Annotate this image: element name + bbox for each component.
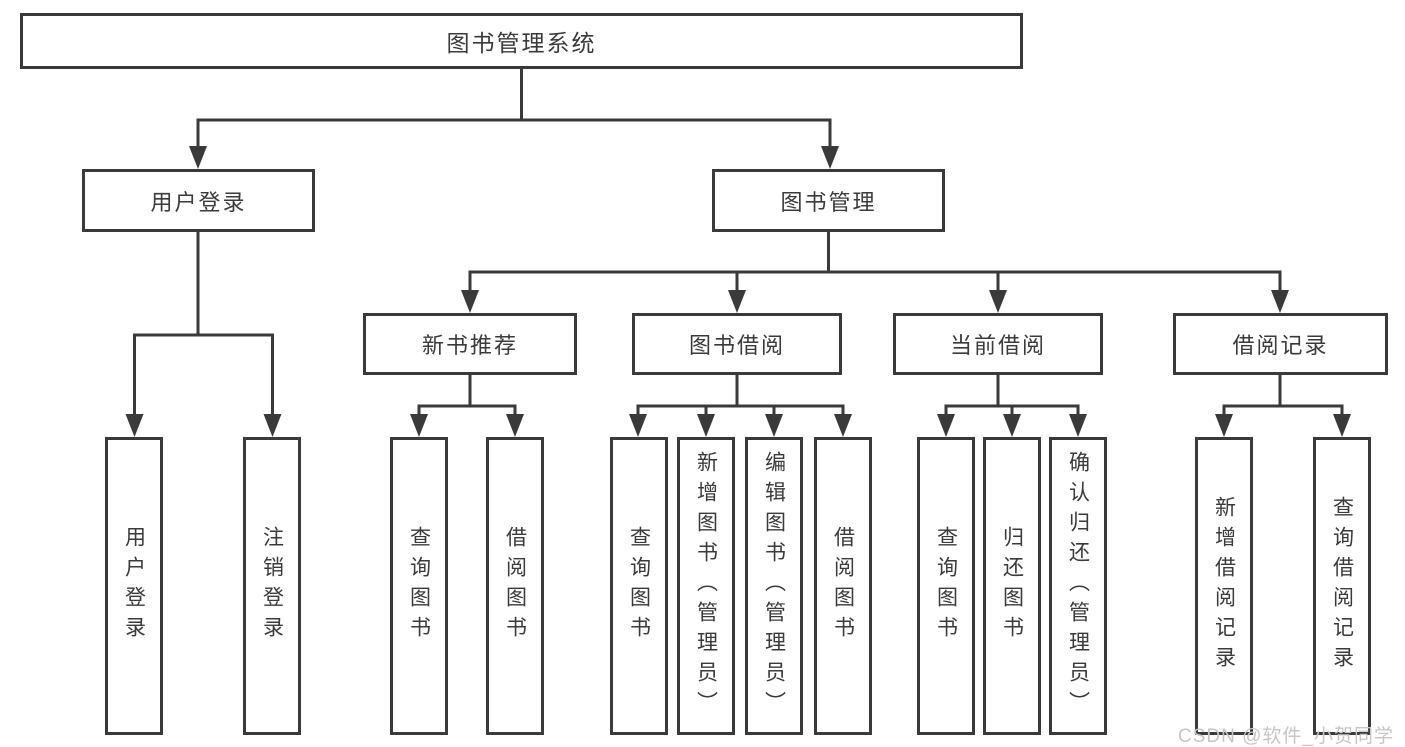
arrowhead-down-icon <box>765 414 783 437</box>
leaf-add-books-admin: 新增图书（管理员） <box>677 437 735 735</box>
leaf-query-books-borrowing: 查询图书 <box>610 437 668 735</box>
node-user-login: 用户登录 <box>82 169 315 232</box>
leaf-borrow-books-borrowing: 借阅图书 <box>814 437 872 735</box>
leaf-query-borrow-record: 查询借阅记录 <box>1313 437 1371 735</box>
arrowhead-down-icon <box>1333 414 1351 437</box>
arrowhead-down-icon <box>506 414 524 437</box>
leaf-add-borrow-record: 新增借阅记录 <box>1195 437 1253 735</box>
leaf-edit-books-admin: 编辑图书（管理员） <box>745 437 803 735</box>
arrowhead-down-icon <box>989 290 1007 313</box>
csdn-watermark: CSDN @软件_小贺同学 <box>1178 726 1394 747</box>
leaf-query-books-current: 查询图书 <box>917 437 975 735</box>
arrowhead-down-icon <box>410 414 428 437</box>
arrowhead-down-icon <box>189 146 207 169</box>
leaf-confirm-return-admin: 确认归还（管理员） <box>1049 437 1107 735</box>
arrowhead-down-icon <box>834 414 852 437</box>
arrowhead-down-icon <box>263 414 282 437</box>
arrowhead-down-icon <box>125 414 144 437</box>
arrowhead-down-icon <box>728 290 746 313</box>
arrowhead-down-icon <box>629 414 647 437</box>
arrowhead-down-icon <box>937 414 955 437</box>
leaf-query-books-recommend: 查询图书 <box>390 437 448 735</box>
node-library-management-system: 图书管理系统 <box>20 13 1023 69</box>
leaf-logout: 注销登录 <box>243 437 301 735</box>
node-book-management: 图书管理 <box>712 169 945 232</box>
arrowhead-down-icon <box>697 414 715 437</box>
leaf-return-books: 归还图书 <box>983 437 1041 735</box>
arrowhead-down-icon <box>1215 414 1233 437</box>
node-current-borrowing: 当前借阅 <box>893 313 1103 375</box>
node-book-borrowing: 图书借阅 <box>632 313 842 375</box>
arrowhead-down-icon <box>1271 290 1289 313</box>
leaf-user-login: 用户登录 <box>105 437 163 735</box>
arrowhead-down-icon <box>461 290 479 313</box>
arrowhead-down-icon <box>1003 414 1021 437</box>
node-new-book-recommendation: 新书推荐 <box>363 313 577 375</box>
arrowhead-down-icon <box>1069 414 1087 437</box>
node-borrowing-records: 借阅记录 <box>1173 313 1388 375</box>
leaf-borrow-books-recommend: 借阅图书 <box>486 437 544 735</box>
arrowhead-down-icon <box>821 146 839 169</box>
